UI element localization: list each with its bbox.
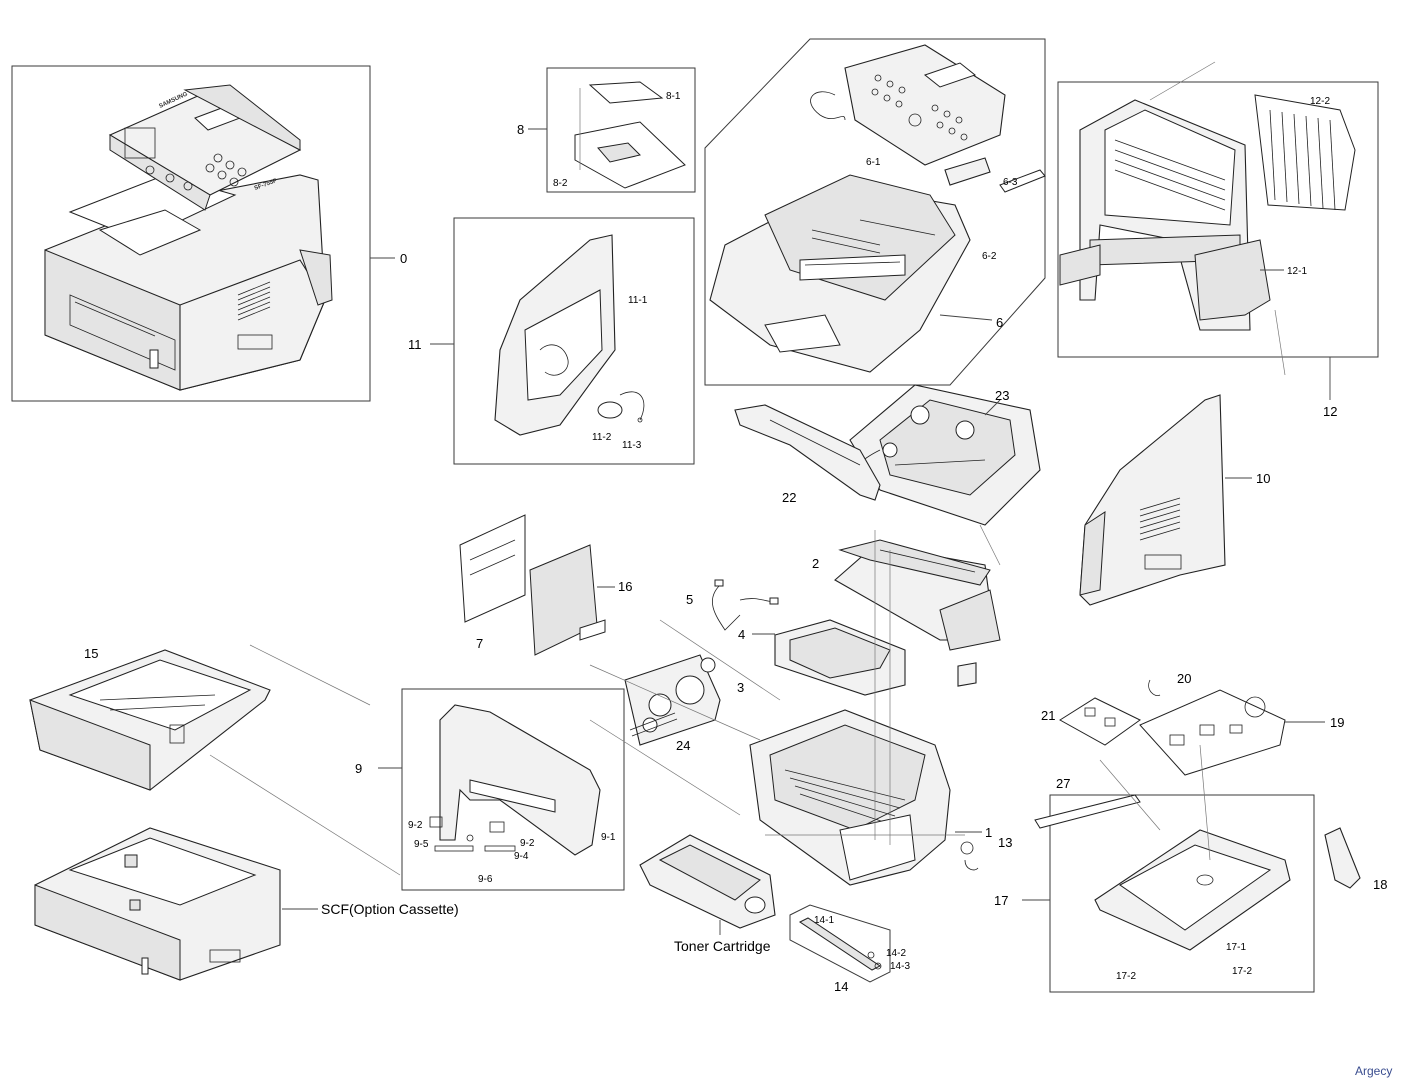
part-1-main-frame bbox=[749, 709, 951, 886]
guide-lines bbox=[209, 524, 1001, 876]
box-part-8 bbox=[546, 67, 696, 193]
label-22: 22 bbox=[782, 490, 796, 505]
label-10: 10 bbox=[1256, 471, 1270, 486]
label-11-2: 11-2 bbox=[592, 432, 612, 443]
part-3-24-drive-assembly bbox=[624, 654, 721, 746]
label-14-2: 14-2 bbox=[886, 948, 906, 959]
box-part-9 bbox=[401, 688, 625, 891]
label-21: 21 bbox=[1041, 708, 1055, 723]
label-14: 14 bbox=[834, 979, 848, 994]
part-16-shield-plate bbox=[529, 544, 606, 656]
part-22-front-frame bbox=[734, 404, 881, 501]
part-21-board bbox=[1059, 697, 1141, 746]
label-17-2-b: 17-2 bbox=[1232, 966, 1252, 977]
label-9-4: 9-4 bbox=[514, 851, 529, 862]
part-4-lsu bbox=[774, 619, 906, 696]
label-12-1: 12-1 bbox=[1287, 266, 1307, 277]
part-5-harness bbox=[711, 579, 779, 631]
label-17-2-a: 17-2 bbox=[1116, 971, 1136, 982]
label-7: 7 bbox=[476, 636, 483, 651]
label-11-3: 11-3 bbox=[622, 440, 642, 451]
part-23-frame-assembly bbox=[849, 384, 1041, 526]
part-0-complete-machine: SAMSUNG SF-755P bbox=[44, 84, 333, 391]
label-1: 1 bbox=[985, 825, 992, 840]
label-17-1: 17-1 bbox=[1226, 942, 1246, 953]
label-13: 13 bbox=[998, 835, 1012, 850]
label-16: 16 bbox=[618, 579, 632, 594]
part-10-side-cover bbox=[1079, 394, 1226, 606]
part-8-document-trays bbox=[574, 81, 686, 189]
label-19: 19 bbox=[1330, 715, 1344, 730]
part-6-scanner-assembly bbox=[709, 44, 1046, 373]
label-4: 4 bbox=[738, 627, 745, 642]
part-13-fan bbox=[957, 662, 979, 871]
label-27: 27 bbox=[1056, 776, 1070, 791]
label-6: 6 bbox=[996, 315, 1003, 330]
label-20: 20 bbox=[1177, 671, 1191, 686]
label-2: 2 bbox=[812, 556, 819, 571]
box-part-0 bbox=[11, 65, 371, 402]
part-toner-cartridge bbox=[639, 834, 776, 935]
part-scf-option-cassette bbox=[34, 827, 281, 981]
part-11-side-frame bbox=[494, 234, 645, 436]
box-part-17 bbox=[1049, 794, 1315, 993]
label-11: 11 bbox=[408, 337, 422, 352]
label-toner-cartridge: Toner Cartridge bbox=[674, 938, 771, 954]
label-12: 12 bbox=[1323, 404, 1337, 419]
label-14-1: 14-1 bbox=[814, 915, 834, 926]
label-6-3: 6-3 bbox=[1003, 177, 1018, 188]
label-8-2: 8-2 bbox=[553, 178, 568, 189]
part-18-bracket bbox=[1324, 827, 1361, 889]
label-6-1: 6-1 bbox=[866, 157, 881, 168]
label-3: 3 bbox=[737, 680, 744, 695]
label-24: 24 bbox=[676, 738, 690, 753]
part-12-rear-cover bbox=[1059, 61, 1356, 376]
label-8: 8 bbox=[517, 122, 524, 137]
box-part-6 bbox=[704, 38, 1046, 386]
label-17: 17 bbox=[994, 893, 1008, 908]
label-scf: SCF(Option Cassette) bbox=[321, 901, 459, 917]
label-15: 15 bbox=[84, 646, 98, 661]
label-9-2-a: 9-2 bbox=[408, 820, 423, 831]
part-17-base-frame bbox=[1094, 744, 1291, 951]
label-9-6: 9-6 bbox=[478, 874, 493, 885]
label-12-2: 12-2 bbox=[1310, 96, 1330, 107]
label-9-5: 9-5 bbox=[414, 839, 429, 850]
label-8-1: 8-1 bbox=[666, 91, 681, 102]
watermark: Argecy bbox=[1355, 1064, 1392, 1078]
label-6-2: 6-2 bbox=[982, 251, 997, 262]
label-0: 0 bbox=[400, 251, 407, 266]
part-19-main-board bbox=[1139, 689, 1286, 776]
label-9: 9 bbox=[355, 761, 362, 776]
label-18: 18 bbox=[1373, 877, 1387, 892]
box-part-11 bbox=[453, 217, 695, 465]
part-15-paper-cassette bbox=[29, 649, 271, 791]
part-7-board bbox=[459, 514, 526, 623]
label-23: 23 bbox=[995, 388, 1009, 403]
part-27-bracket bbox=[1034, 794, 1141, 829]
label-5: 5 bbox=[686, 592, 693, 607]
label-9-1: 9-1 bbox=[601, 832, 616, 843]
label-9-2-b: 9-2 bbox=[520, 838, 535, 849]
label-14-3: 14-3 bbox=[890, 961, 910, 972]
part-20-cable bbox=[1148, 679, 1161, 697]
part-14-transfer-roller bbox=[789, 904, 891, 983]
part-9-front-cover bbox=[429, 704, 601, 856]
box-part-12 bbox=[1057, 81, 1379, 358]
label-11-1: 11-1 bbox=[628, 295, 648, 306]
